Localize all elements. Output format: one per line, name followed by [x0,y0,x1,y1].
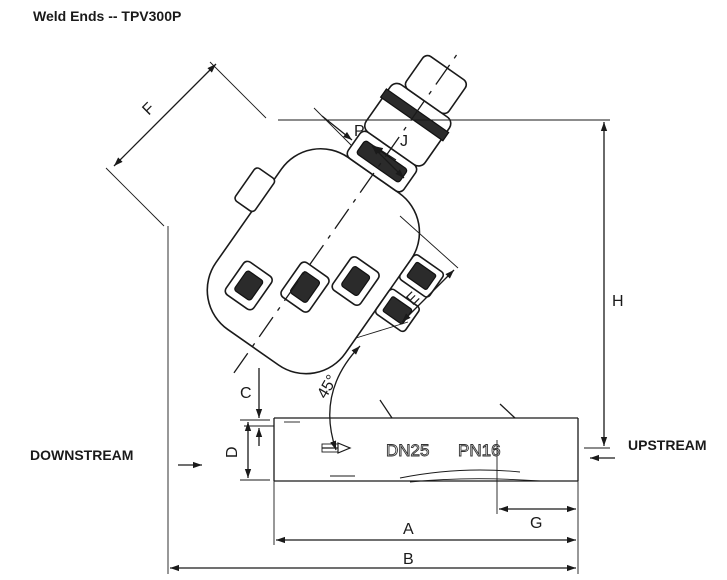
dimension-c: C [240,368,263,446]
dimension-d: D [224,419,270,481]
downstream-label: DOWNSTREAM [30,447,133,463]
body-pressure-marking: PN16 [458,441,501,460]
dimension-b-label: B [403,551,414,568]
pilot-cap [234,167,276,213]
angle-label: 45° [314,372,341,401]
flow-direction-arrow [321,442,352,454]
dimension-h: H [278,119,624,449]
dimension-j-label: J [400,133,408,150]
upstream-indicator: UPSTREAM [590,437,707,462]
valve-body [244,399,579,483]
body-size-marking: DN25 [386,441,429,460]
downstream-indicator: DOWNSTREAM [30,447,202,469]
dimension-h-label: H [612,293,624,310]
drawing-title: Weld Ends -- TPV300P [33,8,182,24]
dimension-a-label: A [403,521,414,538]
dimension-g: G [496,440,576,532]
actuator-assembly [206,53,468,375]
dimension-c-label: C [240,385,252,402]
upstream-label: UPSTREAM [628,437,707,453]
dimension-j: J [371,133,408,179]
dimension-p-label: P [354,123,365,140]
dimension-d-label: D [224,446,241,458]
dimension-b: B [167,226,579,574]
dimension-f-label: F [139,100,158,119]
dimension-g-label: G [530,515,542,532]
dimension-a: A [273,481,576,545]
